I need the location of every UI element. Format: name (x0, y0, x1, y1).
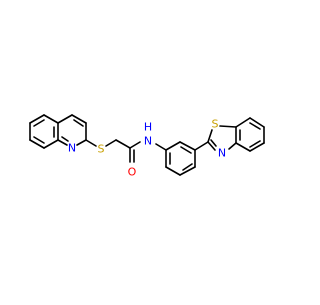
bond (43, 139, 59, 149)
bond (43, 114, 59, 124)
bond (76, 139, 87, 146)
structure-canvas: N S O N H S N (29, 114, 265, 179)
bond (85, 139, 97, 147)
quinoline-nitrogen-label: N (68, 142, 76, 155)
bond (155, 143, 167, 151)
bond-double (210, 139, 217, 147)
bond (105, 139, 117, 147)
bond (194, 141, 209, 151)
bond-double (33, 119, 45, 127)
bonds (29, 114, 265, 176)
bond (235, 142, 251, 152)
bond (29, 114, 45, 124)
bond (165, 141, 181, 151)
amide-hydrogen-label: H (144, 121, 152, 134)
bond (249, 142, 265, 152)
bond-double (249, 140, 261, 148)
bond (71, 114, 87, 124)
bond (207, 141, 216, 151)
bond-double (33, 136, 45, 144)
bond-double (182, 163, 193, 171)
thiazole-sulfur-label: S (212, 118, 219, 131)
thiazole-nitrogen-label: N (218, 147, 226, 160)
amide-nitrogen-label: N (144, 135, 152, 148)
bond (165, 166, 181, 176)
atom-labels: N S O N H S N (68, 118, 226, 179)
bond (207, 129, 213, 143)
bond (129, 141, 141, 149)
bond (179, 141, 196, 151)
bond-double (61, 136, 69, 142)
bond (179, 166, 196, 176)
bond (29, 139, 45, 149)
bond (235, 117, 251, 128)
bond (115, 139, 131, 149)
bond-double (249, 122, 261, 130)
bond (249, 117, 265, 128)
thioether-sulfur-label: S (98, 143, 105, 156)
bond (57, 139, 68, 146)
molecule-drawing: N S O N H S N (29, 114, 265, 179)
carbonyl-oxygen-label: O (128, 166, 137, 179)
bond-double (180, 146, 192, 154)
bond-double (73, 119, 84, 127)
bond (228, 142, 237, 150)
bond (219, 125, 237, 128)
bond (57, 114, 73, 124)
